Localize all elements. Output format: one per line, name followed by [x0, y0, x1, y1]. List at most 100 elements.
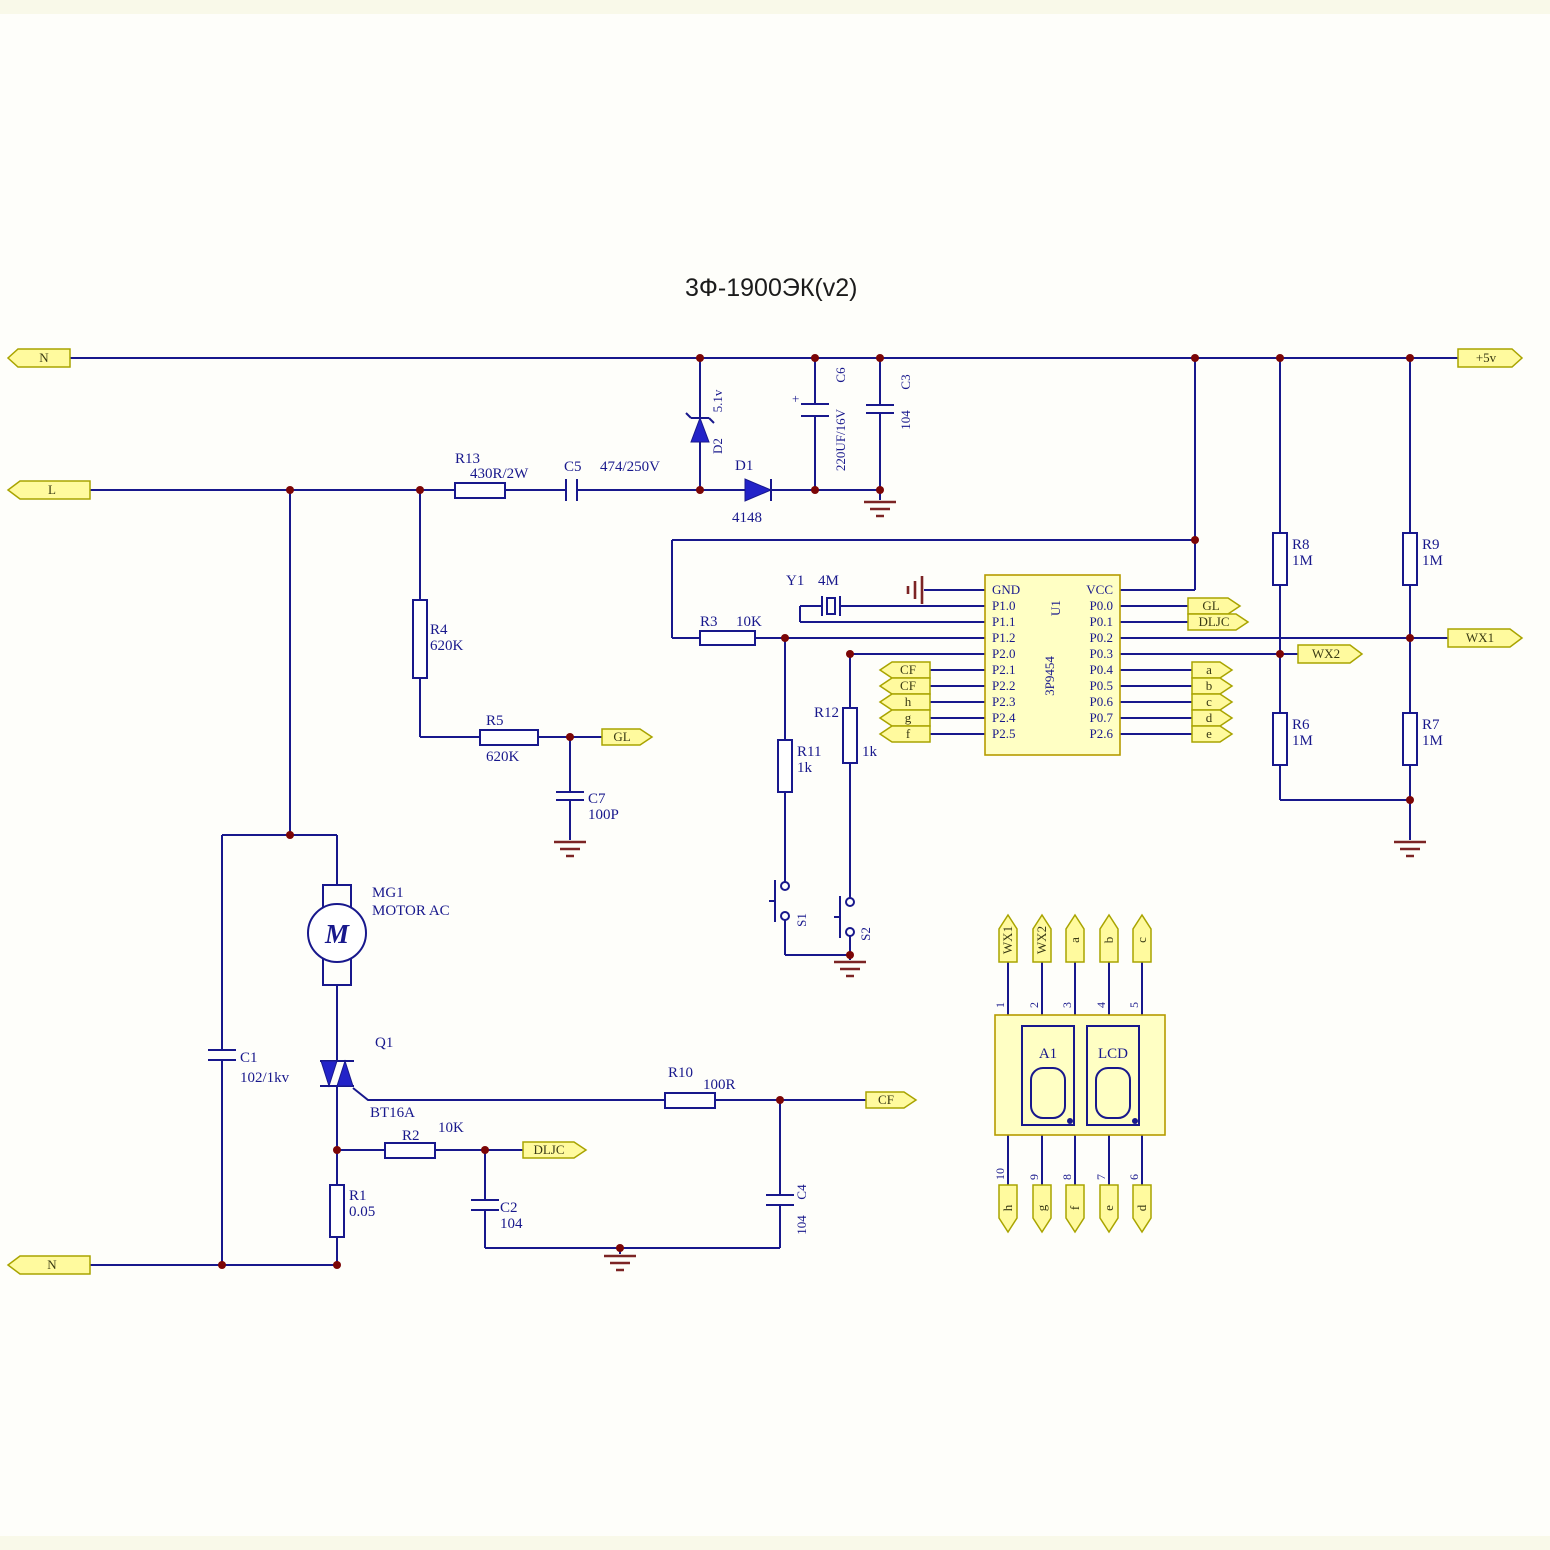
- net-flag-gl-out: [601, 728, 654, 746]
- net-flag-wx2-label: WX2: [1312, 646, 1340, 661]
- lcd-pin-8: 8: [1060, 1174, 1074, 1180]
- ground-r7: [1394, 840, 1426, 858]
- junction-dot: [1191, 354, 1199, 362]
- net-flag-h-lcd: [998, 1184, 1018, 1234]
- net-flag-c-lcd-label: c: [1134, 937, 1149, 943]
- y1-ref: Y1: [786, 573, 804, 589]
- u1-left-pin-labels: GND P1.0 P1.1 P1.2 P2.0 P2.1 P2.2 P2.3 P…: [992, 582, 1020, 741]
- lcd-module-a1: [994, 1014, 1166, 1136]
- net-flag-cf-out: [865, 1091, 918, 1109]
- port-n-top: [6, 348, 71, 368]
- lcd-digit-box-right: [1086, 1025, 1140, 1126]
- port-plus5v-label: +5v: [1476, 350, 1497, 365]
- net-flag-wx1-label: WX1: [1466, 630, 1494, 645]
- lcd-dp-right: [1132, 1118, 1138, 1124]
- resistor-r3: [699, 630, 756, 646]
- net-flag-seg-a-label: a: [1206, 662, 1212, 677]
- lcd-pin-1: 1: [993, 1002, 1007, 1008]
- resistor-r13: [454, 482, 506, 499]
- u1-pin-p02: P0.2: [1090, 630, 1113, 645]
- wire-motor-branch: [221, 490, 602, 1265]
- junction-dot: [333, 1261, 341, 1269]
- junction-dot: [1406, 796, 1414, 804]
- net-flag-gl-out-label: GL: [613, 729, 630, 744]
- s1-contact-bottom: [780, 911, 790, 921]
- resistor-r1: [329, 1184, 345, 1238]
- net-flag-wx1-lcd-label: WX1: [1000, 926, 1015, 954]
- r11-ref: R11: [797, 744, 821, 760]
- c5-ref: C5: [564, 459, 582, 475]
- net-flag-seg-b: [1191, 677, 1234, 695]
- ground-c7: [554, 840, 586, 858]
- c2-ref: C2: [500, 1200, 518, 1216]
- lcd-pin-10: 10: [993, 1168, 1007, 1180]
- q1-ref: Q1: [375, 1035, 393, 1051]
- r3-ref: R3: [700, 614, 718, 630]
- r6-ref: R6: [1292, 717, 1310, 733]
- u1-ref: U1: [1048, 600, 1063, 616]
- u1-pin-p23: P2.3: [992, 694, 1015, 709]
- net-flag-g-pin-label: g: [905, 710, 912, 725]
- junction-dot: [876, 486, 884, 494]
- u1-pin-gnd: GND: [992, 582, 1020, 597]
- junction-dot: [286, 831, 294, 839]
- net-flag-e-lcd-label: e: [1101, 1205, 1116, 1211]
- port-l-label: L: [48, 482, 56, 497]
- net-flag-seg-c-label: c: [1206, 694, 1212, 709]
- net-flag-h-pin-label: h: [905, 694, 912, 709]
- net-flag-f-lcd: [1065, 1184, 1085, 1234]
- junction-dot: [1191, 536, 1199, 544]
- net-flag-dljc-pin: [1187, 613, 1250, 631]
- net-flag-f-pin-label: f: [906, 726, 911, 741]
- u1-right-pin-labels: VCC P0.0 P0.1 P0.2 P0.3 P0.4 P0.5 P0.6 P…: [1086, 582, 1113, 741]
- port-n-bottom-label: N: [47, 1257, 57, 1272]
- u1-pin-vcc: VCC: [1086, 582, 1113, 597]
- resistor-r12: [842, 707, 858, 764]
- r11-value: 1k: [797, 760, 813, 776]
- c1-ref: C1: [240, 1050, 258, 1066]
- r3-value: 10K: [736, 614, 762, 630]
- lcd-pin-4: 4: [1094, 1002, 1108, 1008]
- net-flag-gl-pin: [1187, 597, 1242, 615]
- port-l: [6, 480, 91, 500]
- junction-dot: [416, 486, 424, 494]
- resistor-r10: [664, 1092, 716, 1109]
- resistor-r11: [777, 739, 793, 793]
- u1-pin-p01: P0.1: [1090, 614, 1113, 629]
- port-plus5v: [1457, 348, 1524, 368]
- u1-pin-p26: P2.6: [1090, 726, 1114, 741]
- ground-chip-gnd: [906, 576, 924, 604]
- net-flag-seg-d-label: d: [1206, 710, 1213, 725]
- ground-psu: [864, 500, 896, 518]
- u1-pin-p10: P1.0: [992, 598, 1015, 613]
- u1-pin-p20: P2.0: [992, 646, 1015, 661]
- net-flag-a-lcd: [1065, 913, 1085, 963]
- r8-ref: R8: [1292, 537, 1310, 553]
- junction-dot: [333, 1146, 341, 1154]
- net-flag-seg-c: [1191, 693, 1234, 711]
- s2-ref: S2: [858, 927, 873, 941]
- lcd-digit-outline-right: [1095, 1067, 1131, 1119]
- crystal-plates: [821, 596, 841, 616]
- lcd-digit-outline-left: [1030, 1067, 1066, 1119]
- net-flag-f-lcd-label: f: [1067, 1205, 1082, 1210]
- lcd-pin-3: 3: [1060, 1002, 1074, 1008]
- net-flag-cf-p22-label: CF: [900, 678, 916, 693]
- net-flag-wx2-lcd-label: WX2: [1034, 926, 1049, 954]
- net-flag-seg-b-label: b: [1206, 678, 1213, 693]
- chip-u1: [984, 574, 1121, 756]
- net-flag-a-lcd-label: a: [1067, 937, 1082, 943]
- r8-value: 1M: [1292, 553, 1313, 569]
- net-flag-g-lcd: [1032, 1184, 1052, 1234]
- junction-dot: [566, 733, 574, 741]
- junction-dot: [696, 354, 704, 362]
- net-flag-d-lcd-label: d: [1134, 1204, 1149, 1211]
- r2-value: 10K: [438, 1120, 464, 1136]
- r9-ref: R9: [1422, 537, 1440, 553]
- net-flag-g-lcd-label: g: [1034, 1204, 1049, 1211]
- junction-dots: [218, 354, 1414, 1269]
- net-flag-wx1-lcd: [998, 913, 1018, 963]
- d2-ref: D2: [710, 438, 725, 454]
- u1-pin-p11: P1.1: [992, 614, 1015, 629]
